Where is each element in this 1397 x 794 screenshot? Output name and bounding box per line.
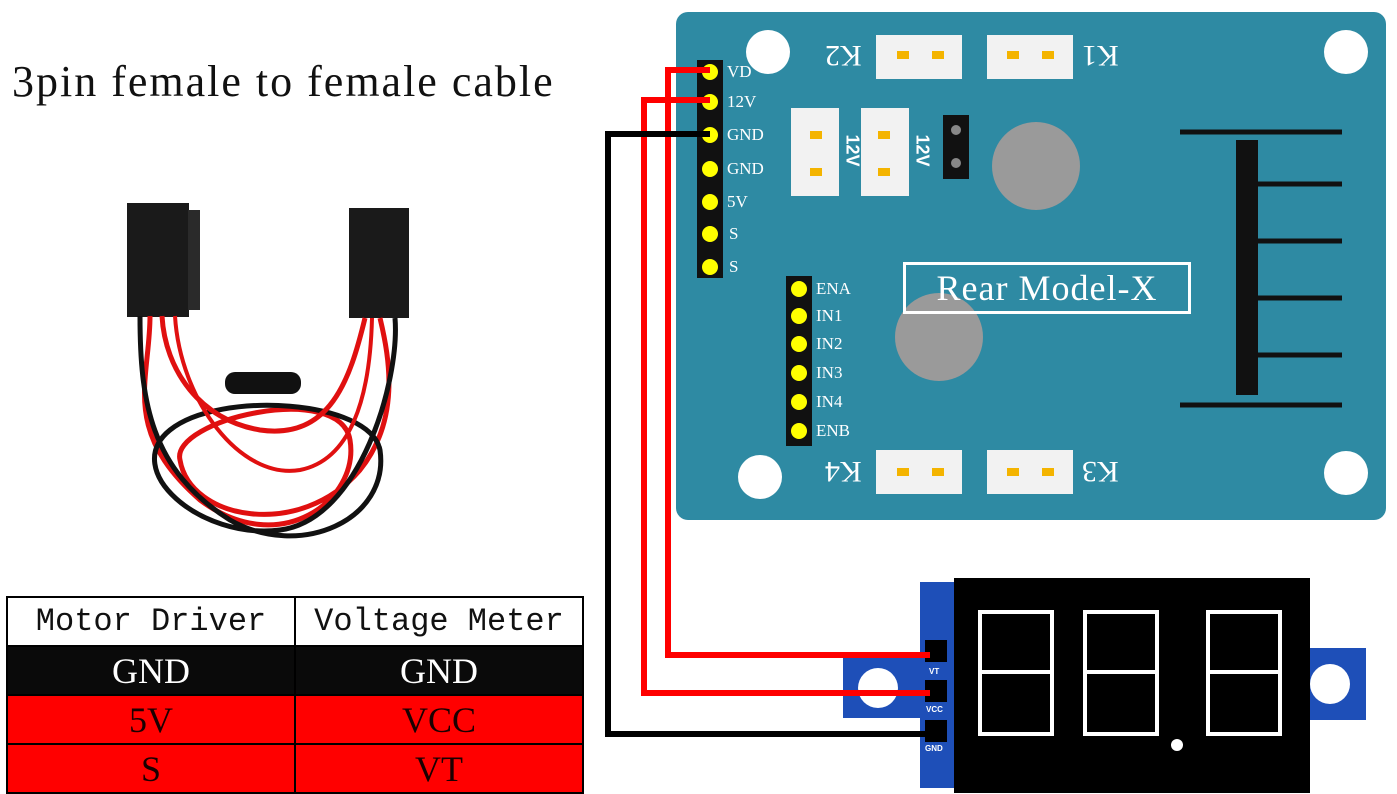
jumper-label-12v-1: 12V [842,134,863,167]
pin-label-12v: 12V [727,92,757,111]
pin-label-5v: 5V [727,192,748,211]
pin-label-s-1: S [729,224,739,243]
meter-pin-vcc: VCC [926,705,943,714]
table-cell: 5V [6,694,296,745]
pin-label-vd: VD [727,62,752,81]
table-header-voltage-meter: Voltage Meter [294,596,584,647]
motor-driver-board [676,12,1386,520]
wires [605,67,930,737]
terminal-label-k4: K4 [825,455,862,488]
pin-label-in1: IN1 [816,306,843,325]
table-cell: GND [294,645,584,696]
pin-label-in4: IN4 [816,392,843,411]
table-row: GND GND [6,645,584,696]
terminal-label-k3: K3 [1082,455,1119,488]
table-row: 5V VCC [6,694,584,745]
cable-illustration [127,203,409,539]
pin-label-gnd-2: GND [727,159,764,178]
table-row: S VT [6,743,584,794]
table-header-motor-driver: Motor Driver [6,596,296,647]
table-cell: S [6,743,296,794]
connection-table: Motor Driver Voltage Meter GND GND 5V VC… [6,596,584,794]
meter-pin-vt: VT [929,667,940,676]
terminal-label-k1: K1 [1082,39,1119,72]
terminal-label-k2: K2 [825,39,862,72]
voltage-meter [843,578,1366,793]
meter-pin-gnd: GND [925,744,943,753]
pin-label-gnd-1: GND [727,125,764,144]
diagram-title: 3pin female to female cable [12,57,555,106]
board-model-label: Rear Model-X [903,262,1191,314]
pin-label-in2: IN2 [816,334,843,353]
pin-label-in3: IN3 [816,363,843,382]
pin-label-s-2: S [729,257,739,276]
pin-label-enb: ENB [816,421,850,440]
pin-label-ena: ENA [816,279,851,298]
table-cell: VCC [294,694,584,745]
table-cell: VT [294,743,584,794]
jumper-label-12v-2: 12V [912,134,933,167]
table-cell: GND [6,645,296,696]
